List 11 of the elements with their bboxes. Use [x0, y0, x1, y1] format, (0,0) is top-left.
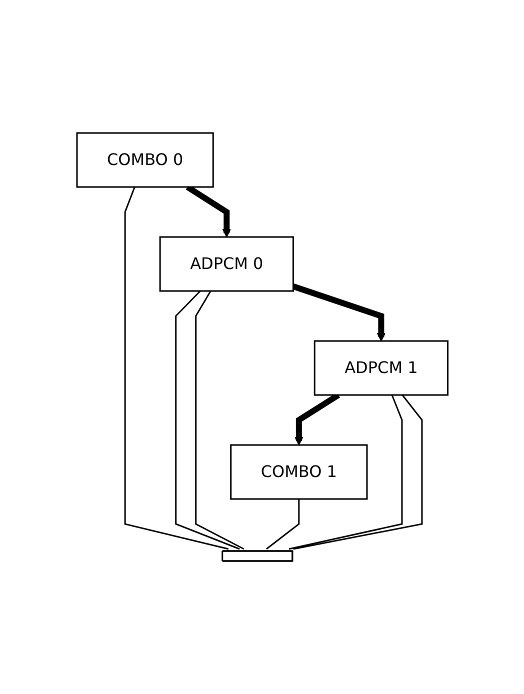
node-box: ADPCM 0: [158, 236, 294, 292]
connector: [292, 394, 422, 550]
arrow: [292, 284, 386, 342]
connector: [124, 186, 228, 550]
connector: [266, 499, 300, 550]
node-box: COMBO 1: [230, 444, 368, 500]
connector: [174, 290, 240, 550]
connector: [194, 290, 244, 550]
connector: [288, 394, 402, 550]
node-box: COMBO 0: [76, 132, 214, 188]
node-box: ADPCM 1: [313, 340, 448, 396]
